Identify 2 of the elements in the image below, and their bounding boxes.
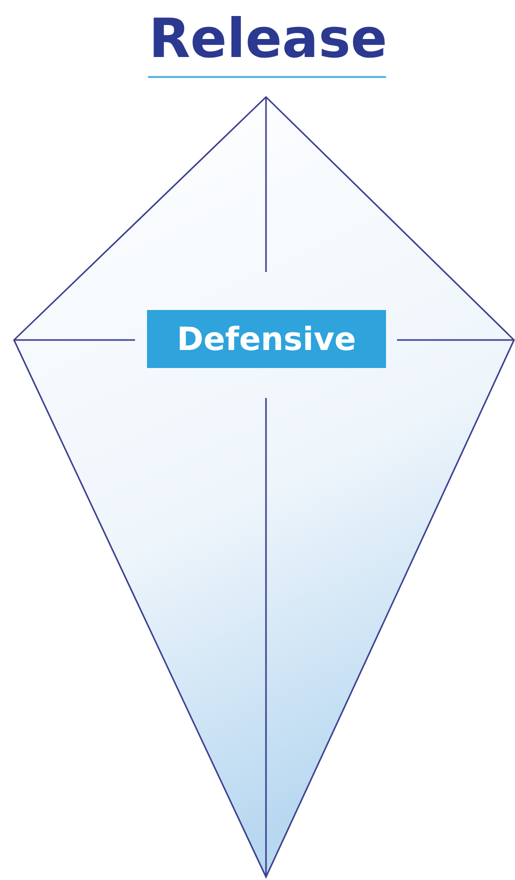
label-box: Defensive [147,310,386,368]
title: Release [148,6,388,72]
